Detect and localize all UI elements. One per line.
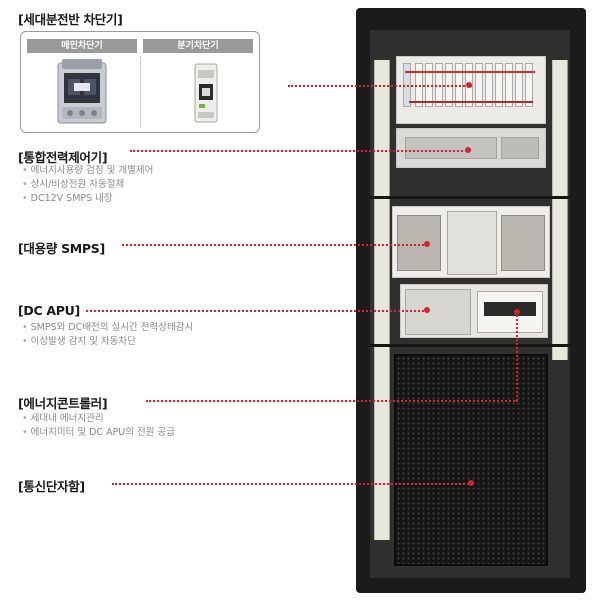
breaker-divider (140, 56, 141, 128)
dc-apu-leader-line (86, 310, 428, 312)
branch-breaker-module (396, 56, 546, 124)
breaker-leader-line (288, 85, 472, 87)
comm-box-leader-line (112, 483, 472, 485)
bullet-item: SMPS와 DC배전의 실시간 전력상태감시 (22, 321, 194, 335)
dc-apu-module (400, 284, 548, 338)
energy-controller-marker (514, 309, 520, 315)
dc-apu-title: [DC APU] (18, 303, 80, 318)
bullet-item: 에너지사용량 검침 및 개별제어 (22, 164, 154, 178)
comm-box-title: [통신단자함] (18, 479, 85, 494)
breaker-panel-box: 메인차단기 분기차단기 (20, 31, 260, 133)
smps-marker (424, 241, 430, 247)
breaker-section-title: [세대분전반 차단기] (18, 12, 123, 27)
power-control-leader-line (130, 150, 470, 152)
bullet-item: 이상발생 감지 및 자동차단 (22, 335, 193, 349)
divider-bar (370, 196, 570, 199)
branch-breaker-image (194, 63, 218, 123)
breaker-marker (466, 82, 472, 88)
bullet-item: 에너지미터 및 DC APU의 전원 공급 (22, 426, 175, 440)
communication-box-grille (394, 354, 548, 566)
main-breaker-header: 메인차단기 (27, 39, 137, 53)
power-control-marker (465, 147, 471, 153)
branch-breaker-header: 분기차단기 (143, 39, 253, 53)
main-breaker-image (57, 59, 107, 124)
energy-controller-vertical-leader (516, 312, 518, 401)
energy-controller-bullets: 세대내 에너지관리 에너지미터 및 DC APU의 전원 공급 (22, 412, 175, 440)
bullet-item: DC12V SMPS 내장 (22, 192, 153, 206)
power-control-title: [통합전력제어기] (18, 150, 108, 165)
smps-module (392, 206, 550, 278)
dc-apu-bullets: SMPS와 DC배전의 실시간 전력상태감시 이상발생 감지 및 자동차단 (22, 321, 194, 349)
bullet-item: 세대내 에너지관리 (22, 412, 175, 426)
right-mounting-rail (552, 60, 568, 360)
comm-box-marker (468, 480, 474, 486)
divider-bar (370, 344, 570, 347)
breaker-row (403, 63, 541, 113)
left-mounting-rail (374, 60, 390, 540)
dc-apu-marker (424, 307, 430, 313)
smps-title: [대용량 SMPS] (18, 241, 105, 256)
energy-controller-leader-line (146, 400, 518, 402)
smps-leader-line (122, 244, 428, 246)
bullet-item: 상시/비상전원 자동절체 (22, 178, 153, 192)
power-controller-unit (396, 128, 546, 168)
energy-controller-title: [에너지콘트롤러] (18, 396, 108, 411)
power-control-bullets: 에너지사용량 검침 및 개별제어 상시/비상전원 자동절체 DC12V SMPS… (22, 164, 154, 206)
